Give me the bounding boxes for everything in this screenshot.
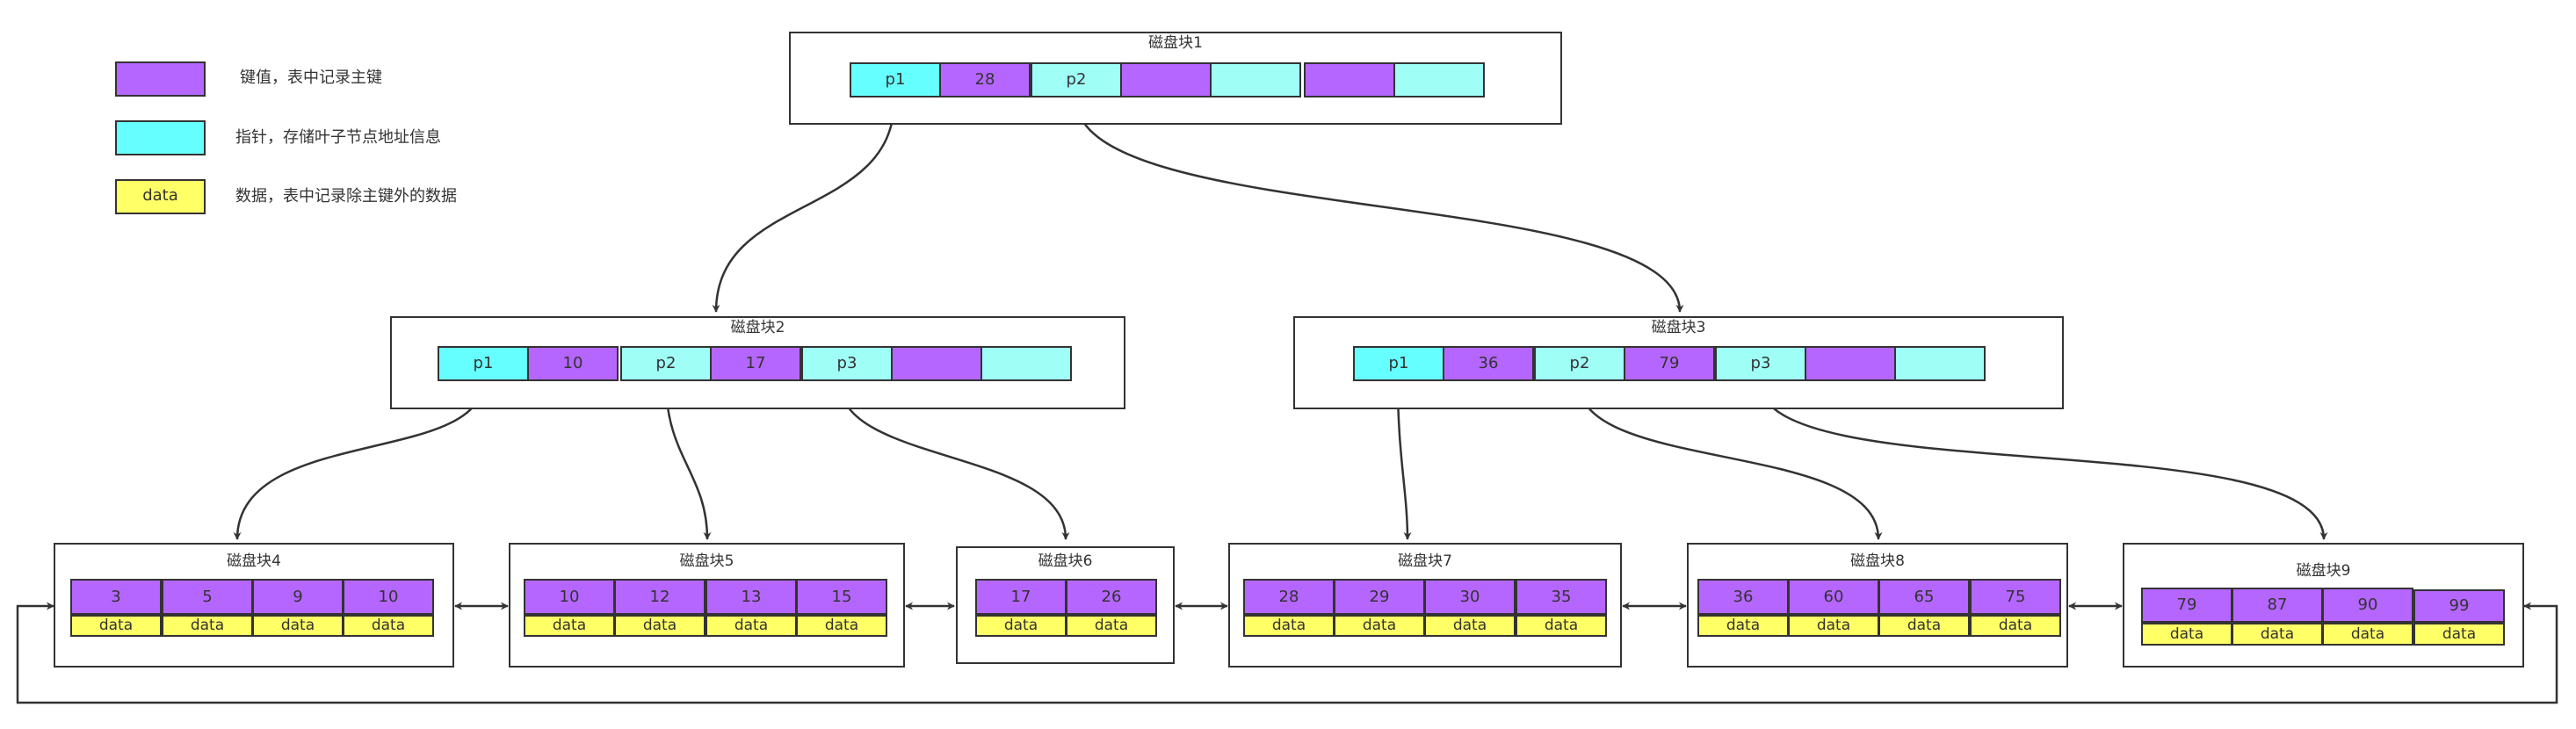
block-title: 磁盘块4 [227, 552, 281, 570]
block1-pointer-p2: p2 [1031, 62, 1122, 97]
edge-b3-p2-to-b8 [1577, 381, 1883, 540]
block3-pointer-p3: p3 [1715, 346, 1806, 381]
block7-key: 35 [1516, 579, 1607, 615]
block6-data: data [975, 615, 1067, 637]
block-title: 磁盘块6 [1038, 552, 1093, 570]
block8-data: data [1697, 615, 1789, 637]
legend-key-label: 键值，表中记录主键 [240, 69, 382, 87]
block5-data: data [614, 615, 706, 637]
block5-key: 13 [706, 579, 797, 615]
block1-pointer-p1: p1 [850, 62, 941, 97]
block6-data: data [1066, 615, 1157, 637]
block9-key: 79 [2141, 588, 2232, 623]
edge-b2-p1-to-b4 [233, 381, 484, 540]
block2-pointer-p1: p1 [438, 346, 529, 381]
block2-key-17: 17 [710, 346, 801, 381]
block4-key: 10 [343, 579, 434, 615]
block7-data: data [1334, 615, 1425, 637]
block9-data: data [2322, 623, 2413, 646]
block9-key: 90 [2322, 588, 2413, 623]
block6-key: 26 [1066, 579, 1157, 615]
block3-pointer-p1: p1 [1353, 346, 1444, 381]
block-title: 磁盘块8 [1850, 552, 1905, 570]
edge-b1-p1-to-b2 [712, 98, 896, 313]
block6-key: 17 [975, 579, 1067, 615]
block8-key: 36 [1697, 579, 1789, 615]
block5-key: 15 [796, 579, 887, 615]
block7-key: 29 [1334, 579, 1425, 615]
block5-key: 12 [614, 579, 706, 615]
block-title: 磁盘块2 [730, 319, 785, 336]
block3-key-79: 79 [1624, 346, 1715, 381]
block-title: 磁盘块1 [1148, 34, 1203, 52]
block5-data: data [796, 615, 887, 637]
block3-key-empty [1805, 346, 1896, 381]
edge-b2-p3-to-b6 [838, 381, 1070, 540]
block8-key: 75 [1970, 579, 2061, 615]
block5-key: 10 [524, 579, 615, 615]
edge-b3-p3-to-b9 [1758, 381, 2328, 540]
block8-data: data [1878, 615, 1970, 637]
block1-key-empty-2 [1304, 62, 1395, 97]
legend-pointer-swatch [115, 120, 206, 155]
block8-data: data [1970, 615, 2061, 637]
block9-key: 87 [2232, 588, 2323, 623]
block7-data: data [1243, 615, 1335, 637]
block2-key-empty [891, 346, 982, 381]
legend-key-swatch [115, 61, 206, 97]
block1-pointer-empty-1 [1210, 62, 1301, 97]
block4-data: data [162, 615, 253, 637]
block1-pointer-empty-2 [1393, 62, 1485, 97]
block9-data: data [2413, 623, 2505, 646]
block7-data: data [1516, 615, 1607, 637]
block3-key-36: 36 [1443, 346, 1534, 381]
block7-key: 28 [1243, 579, 1335, 615]
block8-key: 65 [1878, 579, 1970, 615]
block4-data: data [70, 615, 162, 637]
block9-data: data [2141, 623, 2232, 646]
legend-data-swatch: data [115, 179, 206, 214]
block5-data: data [706, 615, 797, 637]
block4-data: data [343, 615, 434, 637]
block-title: 磁盘块3 [1651, 319, 1706, 336]
block-title: 磁盘块5 [679, 552, 734, 570]
block-title: 磁盘块9 [2296, 562, 2351, 580]
legend-pointer-label: 指针，存储叶子节点地址信息 [235, 128, 441, 147]
block4-key: 5 [162, 579, 253, 615]
block5-data: data [524, 615, 615, 637]
block2-pointer-p3: p3 [801, 346, 893, 381]
block2-key-10: 10 [527, 346, 619, 381]
link-wrap-around [16, 602, 2558, 704]
block7-key: 30 [1424, 579, 1516, 615]
block4-key: 9 [252, 579, 344, 615]
block1-key-28: 28 [939, 62, 1031, 97]
block-title: 磁盘块7 [1398, 552, 1452, 570]
block2-pointer-p2: p2 [620, 346, 712, 381]
block1-key-empty-1 [1120, 62, 1212, 97]
block2-pointer-empty [980, 346, 1072, 381]
block4-data: data [252, 615, 344, 637]
block9-data: data [2232, 623, 2323, 646]
block8-key: 60 [1788, 579, 1879, 615]
block7-data: data [1424, 615, 1516, 637]
legend-data-label: 数据，表中记录除主键外的数据 [235, 187, 457, 206]
block3-pointer-p2: p2 [1534, 346, 1625, 381]
block9-key: 99 [2413, 589, 2505, 623]
block3-pointer-empty [1894, 346, 1986, 381]
edge-b1-p2-to-b3 [1075, 98, 1684, 313]
block4-key: 3 [70, 579, 162, 615]
block8-data: data [1788, 615, 1879, 637]
